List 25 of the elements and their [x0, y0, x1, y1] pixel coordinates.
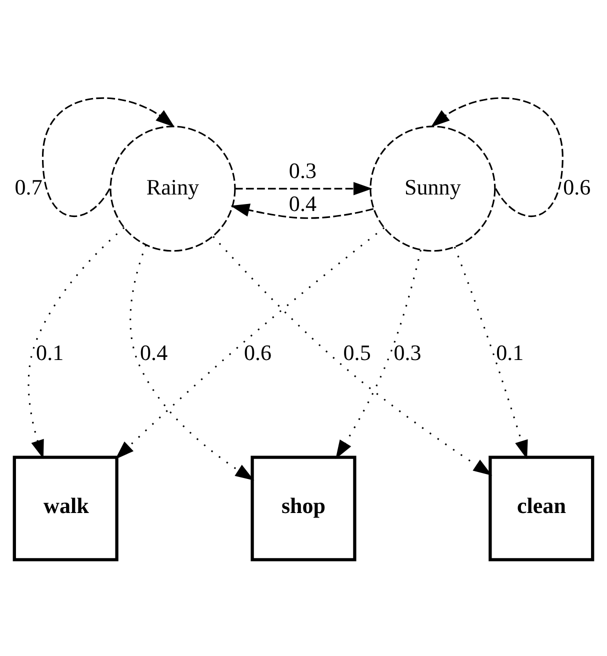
edge-label: 0.1	[36, 339, 64, 364]
arrow	[230, 203, 374, 218]
node-box: walk	[12, 455, 118, 561]
node-box: shop	[250, 455, 356, 561]
edge-label: 0.6	[244, 339, 272, 364]
arrow	[28, 226, 125, 458]
node-box: clean	[488, 455, 594, 561]
edge-label: 0.5	[343, 339, 371, 364]
edge-label: 0.4	[140, 339, 168, 364]
node-circle: Sunny	[370, 125, 496, 252]
edge-label: 0.1	[496, 339, 524, 364]
edge-label: 0.6	[563, 174, 591, 199]
arrow	[42, 96, 175, 216]
arrow	[336, 249, 422, 459]
arrow	[430, 96, 564, 216]
arrow	[130, 244, 254, 480]
edge-label: 0.3	[288, 157, 316, 182]
arrow	[212, 236, 492, 476]
edge-label: 0.7	[14, 174, 42, 199]
arrow	[235, 182, 372, 195]
edge-label: 0.4	[288, 190, 316, 216]
arrow	[454, 246, 528, 459]
arrow	[115, 226, 385, 459]
edge-label: 0.3	[394, 339, 422, 364]
node-circle: Rainy	[110, 125, 236, 252]
